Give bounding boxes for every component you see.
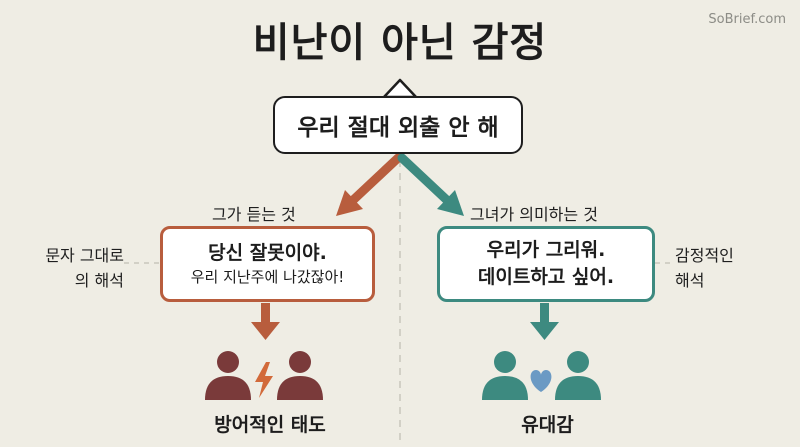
left-side-label-line1: 문자 그대로 [45, 246, 124, 265]
left-side-label: 문자 그대로 의 해석 [24, 243, 124, 293]
literal-box-line1: 당신 잘못이야. [208, 242, 327, 264]
right-branch-label: 그녀가 의미하는 것 [470, 205, 598, 224]
watermark: SoBrief.com [708, 12, 786, 27]
right-side-label: 감정적인 해석 [675, 243, 785, 293]
center-phrase: 우리 절대 외출 안 해 [297, 115, 499, 141]
literal-interpretation-box: 당신 잘못이야. 우리 지난주에 나갔잖아! [160, 226, 375, 302]
left-down-arrow [251, 303, 280, 340]
left-diagonal-arrow [336, 153, 403, 216]
right-side-label-line2: 해석 [675, 271, 705, 290]
bubble-tail [382, 78, 418, 99]
page-title: 비난이 아닌 감정 [252, 20, 548, 66]
heart-icon [530, 370, 552, 392]
left-result-label: 방어적인 태도 [214, 414, 326, 436]
left-branch-label: 그가 듣는 것 [212, 205, 296, 224]
right-people-icon [482, 351, 601, 400]
emotional-box-line2: 데이트하고 싶어. [477, 266, 615, 288]
center-speech-bubble: 우리 절대 외출 안 해 [273, 96, 523, 154]
literal-box-line2: 우리 지난주에 나갔잖아! [190, 268, 345, 286]
right-result-label: 유대감 [521, 414, 574, 436]
emotional-box-line1: 우리가 그리워. [486, 239, 606, 261]
lightning-icon [255, 362, 273, 398]
left-people-icon [205, 351, 323, 400]
emotional-interpretation-box: 우리가 그리워. 데이트하고 싶어. [437, 226, 655, 302]
right-down-arrow [530, 303, 559, 340]
left-side-label-line2: 의 해석 [74, 271, 124, 290]
right-side-label-line1: 감정적인 [675, 246, 734, 265]
right-diagonal-arrow [397, 153, 464, 216]
